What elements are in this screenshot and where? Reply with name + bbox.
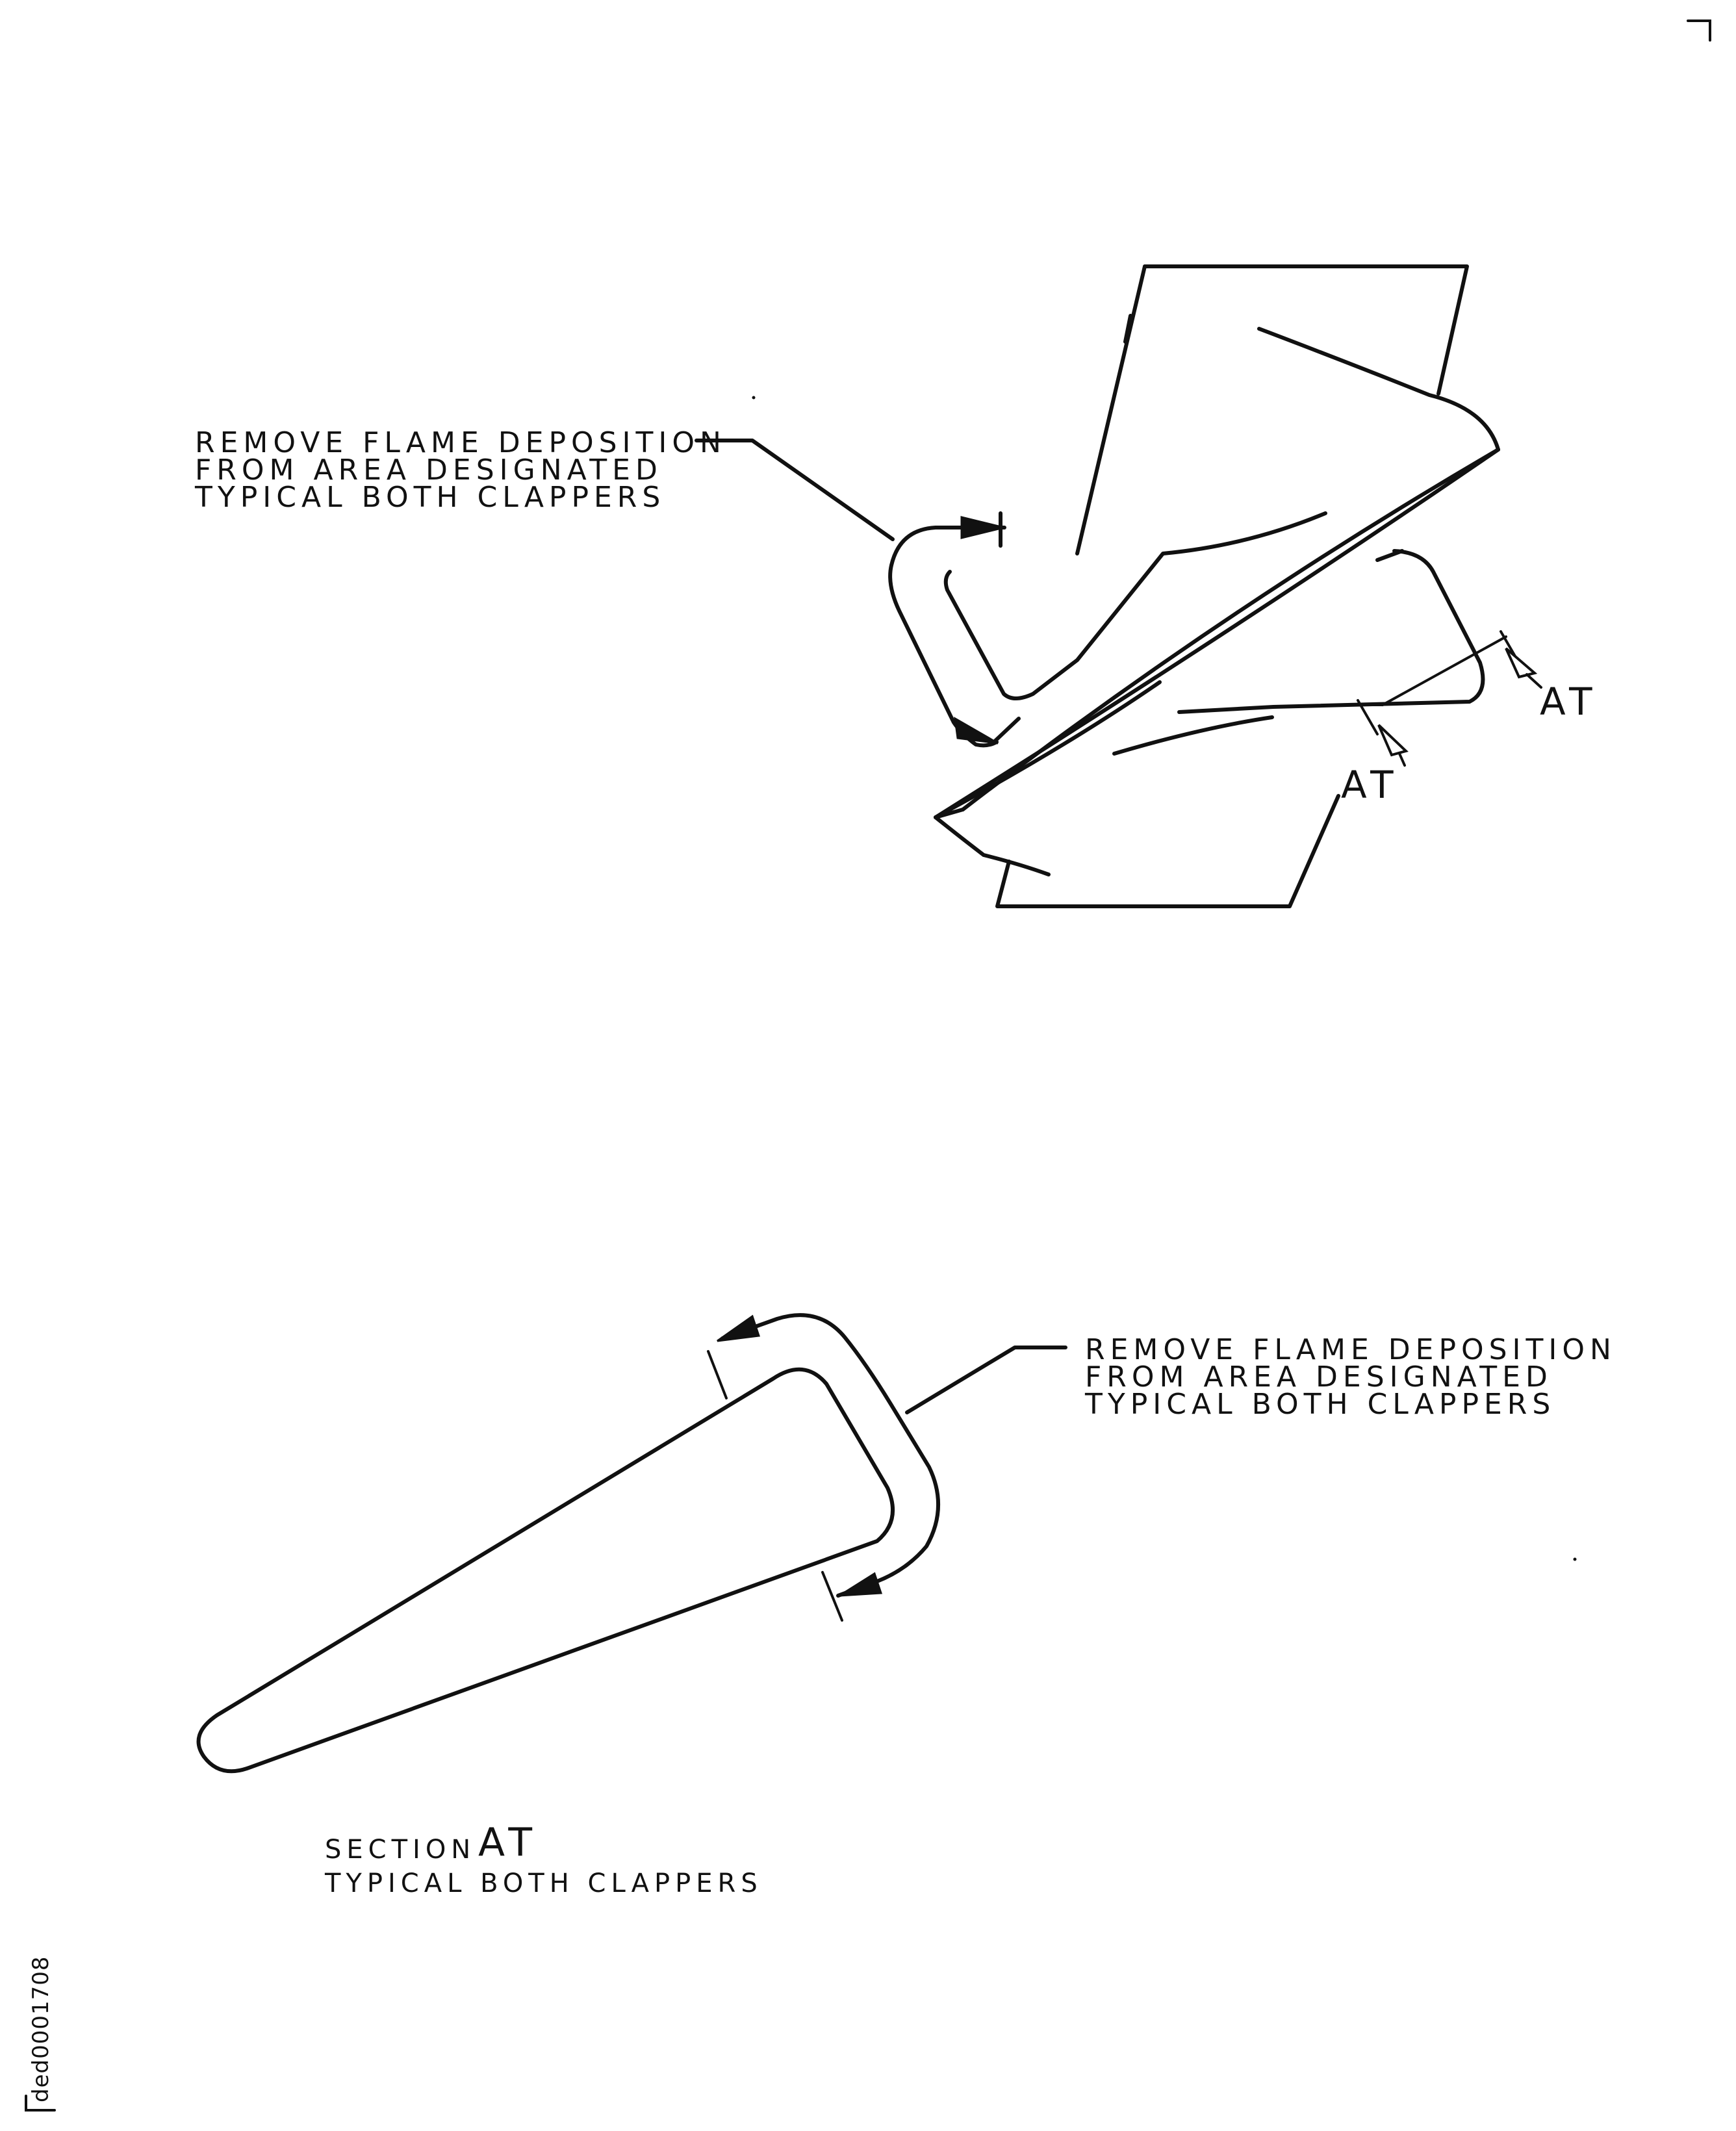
arrow-head	[960, 516, 1004, 539]
section-title: SECTION AT TYPICAL BOTH CLAPPERS	[324, 1820, 763, 1898]
section-view: REMOVE FLAME DEPOSITION FROM AREA DESIGN…	[196, 1313, 1616, 1898]
section-arrow-left	[1377, 724, 1409, 757]
upper-view: AT AT REMOVE FLAME DEPOSITION FROM AREA …	[194, 264, 1599, 908]
lower-clapper	[934, 549, 1485, 876]
arrow-head	[717, 1314, 761, 1342]
stray-dot	[1573, 1557, 1577, 1561]
svg-text:ded0001708: ded0001708	[28, 1956, 54, 2102]
svg-text:REMOVE FLAME DEPOSITION: REMOVE FLAME DEPOSITION	[1085, 1333, 1616, 1366]
deposition-area-bracket	[888, 511, 1021, 748]
note-leader	[695, 439, 895, 541]
note-leader	[905, 1346, 1067, 1414]
svg-text:FROM AREA DESIGNATED: FROM AREA DESIGNATED	[1085, 1360, 1553, 1394]
arrow-head	[839, 1572, 883, 1597]
valve-plate	[995, 264, 1469, 908]
stray-dot	[752, 396, 756, 400]
section-mark-right: AT	[1540, 680, 1599, 724]
svg-text:SECTION: SECTION	[325, 1835, 476, 1865]
clapper-cross-section	[196, 1367, 895, 1774]
arrow-head	[954, 717, 999, 745]
deposition-area-bracket	[721, 1313, 940, 1598]
svg-text:TYPICAL BOTH CLAPPERS: TYPICAL BOTH CLAPPERS	[194, 481, 665, 514]
document-id: ded0001708	[25, 1956, 56, 2112]
svg-text:TYPICAL BOTH CLAPPERS: TYPICAL BOTH CLAPPERS	[324, 1869, 763, 1898]
svg-text:REMOVE FLAME DEPOSITION: REMOVE FLAME DEPOSITION	[195, 426, 726, 459]
section-note: REMOVE FLAME DEPOSITION FROM AREA DESIGN…	[1084, 1333, 1616, 1421]
svg-text:TYPICAL BOTH CLAPPERS: TYPICAL BOTH CLAPPERS	[1084, 1388, 1555, 1421]
section-mark-left: AT	[1341, 763, 1400, 807]
svg-text:FROM AREA DESIGNATED: FROM AREA DESIGNATED	[195, 453, 663, 487]
svg-text:AT: AT	[478, 1820, 539, 1865]
section-cut-line	[1357, 630, 1542, 767]
corner-mark	[1687, 19, 1711, 42]
section-arrow-right	[1505, 647, 1538, 679]
upper-note: REMOVE FLAME DEPOSITION FROM AREA DESIGN…	[194, 426, 726, 514]
upper-clapper	[934, 327, 1500, 819]
